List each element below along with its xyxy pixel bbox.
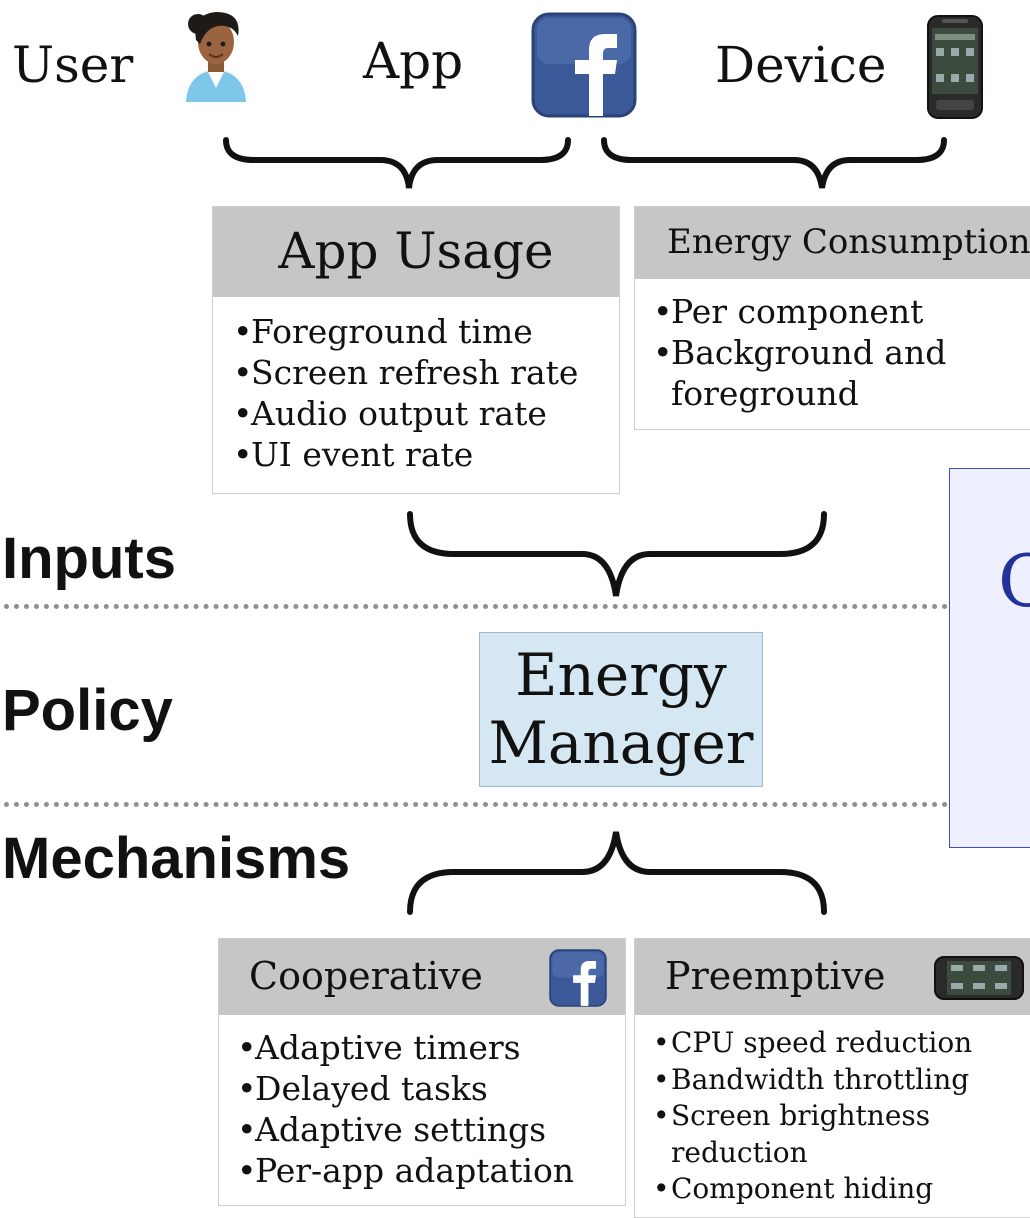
list-item: •Adaptive timers <box>237 1028 521 1067</box>
app-usage-list: •Foreground time •Screen refresh rate •A… <box>213 297 619 475</box>
cooperative-list: •Adaptive timers •Delayed tasks •Adaptiv… <box>219 1015 625 1191</box>
brace-mechanisms <box>407 831 827 915</box>
app-usage-box: App Usage •Foreground time •Screen refre… <box>212 206 620 494</box>
section-label-mechanisms: Mechanisms <box>2 826 351 891</box>
brace-inputs <box>407 511 827 597</box>
list-item: •UI event rate <box>233 435 474 474</box>
list-item: •Background and <box>653 333 947 372</box>
preemptive-box: Preemptive •CPU speed reduction •Bandwid… <box>634 938 1030 1218</box>
divider-inputs-policy <box>4 604 948 609</box>
preemptive-title: Preemptive <box>665 954 886 998</box>
cooperative-box: Cooperative •Adaptive timers •Delayed ta… <box>218 938 626 1206</box>
app-label: App <box>363 32 464 90</box>
preemptive-list: •CPU speed reduction •Bandwidth throttli… <box>635 1015 1030 1208</box>
list-item: •Bandwidth throttling <box>653 1062 970 1096</box>
app-usage-header: App Usage <box>213 207 619 297</box>
list-item: •Delayed tasks <box>237 1069 488 1108</box>
list-item: •Per component <box>653 292 924 331</box>
brace-app-device <box>601 137 947 189</box>
list-item: foreground <box>671 374 859 413</box>
list-item: •Component hiding <box>653 1172 934 1205</box>
section-label-policy: Policy <box>2 678 173 743</box>
brace-user-app <box>223 137 571 189</box>
section-label-inputs: Inputs <box>2 526 176 591</box>
list-item: •Screen refresh rate <box>233 353 579 392</box>
smartphone-icon <box>927 15 983 119</box>
facebook-icon <box>549 949 607 1007</box>
device-label: Device <box>715 36 887 94</box>
list-item: •Audio output rate <box>233 394 547 433</box>
list-item: •CPU speed reduction <box>653 1026 973 1059</box>
list-item: •Screen brightness <box>653 1099 931 1132</box>
list-item: reduction <box>671 1135 808 1169</box>
cooperative-title: Cooperative <box>249 954 483 998</box>
facebook-icon <box>531 12 637 118</box>
overlay-panel: C <box>949 468 1030 848</box>
energy-consumption-box: Energy Consumption •Per component •Backg… <box>634 206 1030 430</box>
smartphone-icon <box>934 956 1024 1000</box>
list-item: •Adaptive settings <box>237 1110 547 1149</box>
energy-manager-line1: Energy <box>515 641 727 709</box>
cooperative-header: Cooperative <box>219 939 625 1015</box>
energy-consumption-header: Energy Consumption <box>635 207 1030 279</box>
energy-manager-box: Energy Manager <box>479 632 763 787</box>
energy-consumption-title: Energy Consumption <box>667 222 1030 262</box>
divider-policy-mechanisms <box>4 802 948 807</box>
list-item: •Foreground time <box>233 312 533 351</box>
preemptive-header: Preemptive <box>635 939 1030 1015</box>
energy-manager-line2: Manager <box>488 709 754 777</box>
user-label: User <box>12 36 134 94</box>
list-item: •Per-app adaptation <box>237 1151 575 1190</box>
app-usage-title: App Usage <box>278 222 554 280</box>
overlay-partial-text: C <box>998 539 1030 623</box>
energy-consumption-list: •Per component •Background and foregroun… <box>635 279 1030 414</box>
user-avatar-icon <box>186 12 246 102</box>
